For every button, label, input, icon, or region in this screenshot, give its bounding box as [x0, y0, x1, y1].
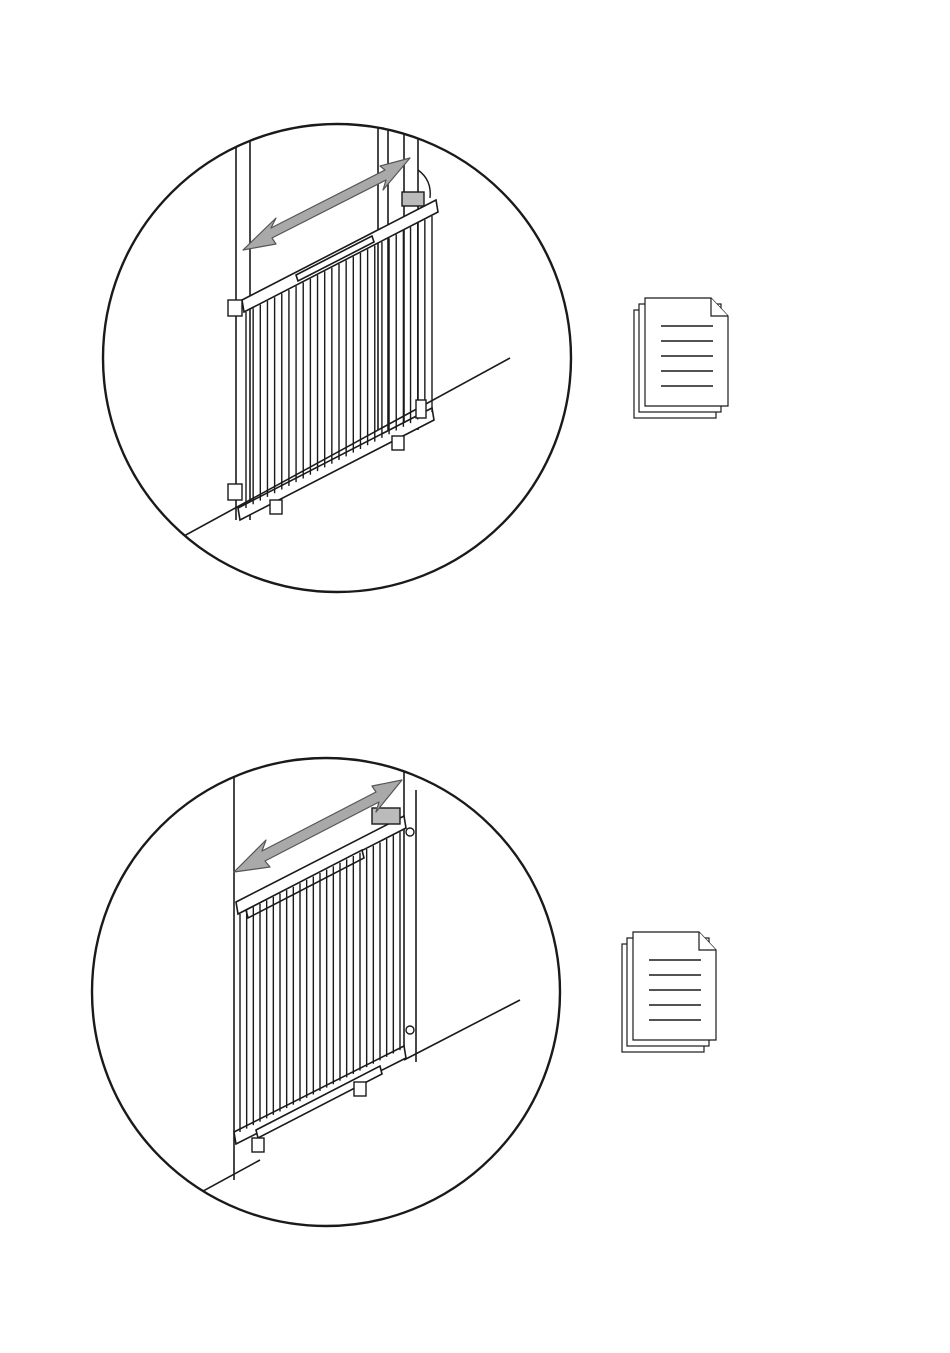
- document-stack-icon: [622, 932, 716, 1052]
- gate-top-rail: [242, 200, 438, 312]
- panel-bottom: [0, 640, 950, 1240]
- panel-bottom-illustration: [0, 640, 950, 1240]
- gate-detail-top: [140, 110, 510, 560]
- panel-top-illustration: [0, 0, 950, 600]
- gate-detail-bottom: [150, 740, 520, 1220]
- double-headed-width-arrow: [234, 780, 402, 872]
- panel-top: [0, 0, 950, 600]
- document-stack-icon: [634, 298, 728, 418]
- gate-bars: [240, 832, 400, 1132]
- gate-feet: [270, 436, 404, 514]
